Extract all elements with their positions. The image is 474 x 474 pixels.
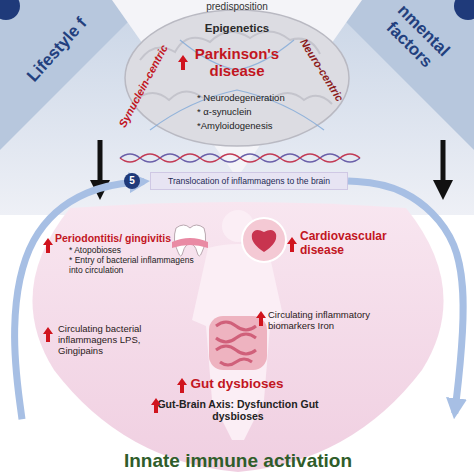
biomarker-box: Circulating bacterial inflammagens LPS, … xyxy=(58,324,158,357)
callout-circle xyxy=(454,0,474,20)
process-box: Translocation of inflammagens to the bra… xyxy=(150,172,348,190)
body-outline xyxy=(32,202,443,472)
increase-arrow xyxy=(178,55,188,70)
gut-icon xyxy=(209,316,267,370)
connector-arrow xyxy=(348,181,463,413)
callout-circle xyxy=(0,0,20,20)
heart-icon xyxy=(242,218,286,262)
node-text: Translocation of inflammagens to the bra… xyxy=(151,173,347,189)
factor-band: Lifestyle f xyxy=(0,0,130,140)
brain-triangle xyxy=(112,0,362,178)
node-text: * α-synuclein xyxy=(197,107,347,118)
factor-band: nmental factors xyxy=(344,0,474,140)
heart-icon xyxy=(252,230,277,252)
increase-arrow xyxy=(43,327,53,342)
node-text: Gut dysbioses xyxy=(162,376,312,392)
connector-arrow xyxy=(15,181,144,419)
axis-label: Neuro-centric xyxy=(290,24,353,115)
increase-arrow xyxy=(256,311,266,326)
axis-label: Synuclein-centric xyxy=(112,35,174,138)
condition-box: Gut-Brain Axis: Dysfunction Gut dysbiose… xyxy=(152,398,324,422)
node-text: * Atopobioses xyxy=(69,246,205,256)
node-text: Circulating inflammatory biomarkers Iron xyxy=(268,310,390,332)
node-text: Parkinson's disease xyxy=(182,46,292,79)
increase-arrow xyxy=(287,237,297,252)
dna-strand xyxy=(120,154,360,162)
node-text: Periodontitis/ gingivitis xyxy=(55,232,205,244)
node-text: Innate immune activation xyxy=(22,450,454,472)
dna-strand xyxy=(120,154,360,162)
node-text: Gut-Brain Axis: Dysfunction Gut dysbiose… xyxy=(152,398,324,422)
node-text: * Entry of bacterial inflammagens into c… xyxy=(69,256,201,276)
condition-box: Periodontitis/ gingivitis * Atopobioses* … xyxy=(55,232,205,275)
node-text: Lifestyle f xyxy=(13,2,101,97)
condition-box: Gut dysbioses xyxy=(162,376,312,392)
biomarker-box: Circulating inflammatory biomarkers Iron xyxy=(268,310,390,332)
tooth-icon xyxy=(174,225,205,256)
gum-icon xyxy=(172,238,208,248)
node-text: Circulating bacterial inflammagens LPS, … xyxy=(58,324,158,357)
body-silhouette xyxy=(222,210,254,242)
node-text: * Neurodegeneration xyxy=(197,93,347,104)
increase-arrow xyxy=(43,238,53,253)
node-text: Epigenetics xyxy=(120,22,354,35)
node-text: Cardiovascular disease xyxy=(300,230,400,258)
condition-box: Cardiovascular disease xyxy=(300,230,400,258)
connector-arrow xyxy=(441,140,446,194)
connector-arrow xyxy=(98,140,103,194)
callout-number: 5 xyxy=(124,173,140,189)
increase-arrow xyxy=(177,378,187,393)
gut-icon xyxy=(216,322,256,365)
body-region: Innate immune activation Periodontitis/ g… xyxy=(22,200,454,474)
node-text: predisposition xyxy=(120,1,354,13)
increase-arrow xyxy=(151,398,161,413)
node-text: nmental factors xyxy=(369,0,464,85)
node-text: *Amyloidogenesis xyxy=(197,121,347,132)
